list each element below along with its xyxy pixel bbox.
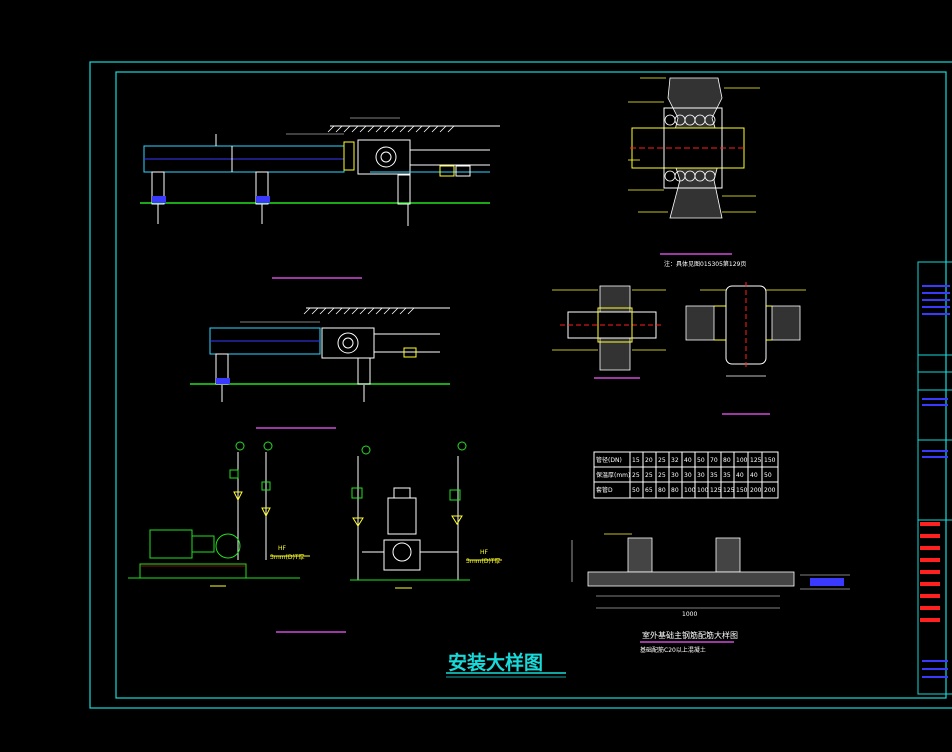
table-cell: 25 (645, 472, 653, 479)
detail-pump-vertical (276, 441, 502, 633)
table-cell: 40 (736, 472, 744, 479)
table-cell: 100 (697, 487, 709, 494)
table-cell: 80 (671, 487, 679, 494)
pump-right-label-2: 3mm(D)T厚 (466, 558, 500, 565)
table-cell: 40 (750, 472, 758, 479)
footing-subcaption: 基础配筋C20以上混凝土 (640, 646, 706, 654)
footing-dim-label: 1000 (682, 611, 697, 618)
detail-duct-elevation-2 (190, 307, 450, 429)
detail-pump-horizontal (128, 441, 310, 587)
insulation-table: 管径(DN) 15 20 25 32 40 50 70 80 100 125 1… (596, 456, 776, 494)
table-cell: 50 (697, 457, 705, 464)
table-cell: 125 (723, 487, 735, 494)
table-cell: 套管D (596, 486, 613, 494)
table-cell: 200 (750, 487, 762, 494)
table-cell: 200 (764, 487, 776, 494)
table-cell: 80 (658, 487, 666, 494)
table-cell: 125 (710, 487, 722, 494)
pump-right-label-1: HF (480, 549, 489, 556)
table-cell: 30 (671, 472, 679, 479)
detail-footing (571, 533, 850, 643)
footing-caption: 室外基础主钢筋配筋大样图 (642, 630, 738, 640)
table-cell: 150 (764, 457, 776, 464)
table-cell: 70 (710, 457, 718, 464)
table-cell: 25 (658, 472, 666, 479)
table-cell: 35 (710, 472, 718, 479)
insulation-table-grid (593, 451, 779, 499)
table-cell: 25 (632, 472, 640, 479)
detail-wall-penetration (628, 77, 760, 255)
inner-frame (115, 71, 947, 699)
table-cell: 40 (684, 457, 692, 464)
table-cell: 管径(DN) (596, 456, 622, 464)
sheet-title: 安装大样图 (448, 651, 543, 674)
table-cell: 50 (632, 487, 640, 494)
pump-left-label-2: 3mm(D)T厚 (270, 554, 304, 561)
table-cell: 保温厚(mm) (596, 471, 630, 479)
table-cell: 65 (645, 487, 653, 494)
outer-frame (89, 61, 952, 709)
pump-left-label-1: HF (278, 545, 287, 552)
wall-penetration-note: 注：具体见图01S305第129页 (664, 260, 746, 268)
table-cell: 80 (723, 457, 731, 464)
table-cell: 30 (684, 472, 692, 479)
detail-duct-elevation-1 (140, 117, 500, 279)
table-cell: 100 (736, 457, 748, 464)
table-cell: 50 (764, 472, 772, 479)
table-cell: 15 (632, 457, 640, 464)
detail-sleeve-section (552, 285, 666, 379)
table-cell: 150 (736, 487, 748, 494)
table-cell: 20 (645, 457, 653, 464)
table-cell: 35 (723, 472, 731, 479)
title-block (917, 261, 952, 695)
table-cell: 125 (750, 457, 762, 464)
table-cell: 100 (684, 487, 696, 494)
detail-sleeve-vertical (685, 282, 806, 415)
table-cell: 25 (658, 457, 666, 464)
table-cell: 32 (671, 457, 679, 464)
table-cell: 30 (697, 472, 705, 479)
